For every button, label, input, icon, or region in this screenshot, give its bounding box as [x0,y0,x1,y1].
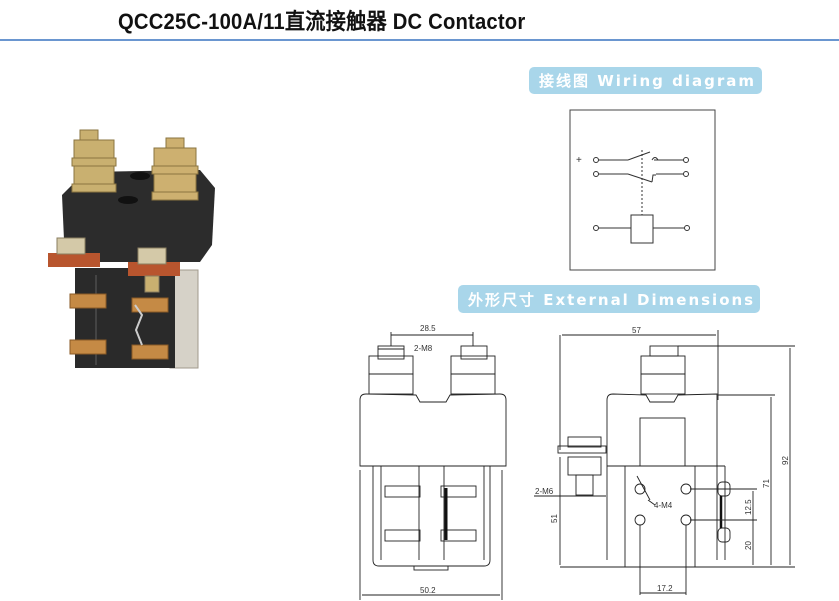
dim-depth: 57 [632,326,641,335]
external-dimensions-heading: 外形尺寸 External Dimensions [458,285,760,313]
plus-label: + [576,155,582,166]
spade-terminals [69,293,169,360]
main-terminal-right [151,137,199,201]
contactor-photo [48,129,215,369]
dim-hole-base-height: 20 [744,541,753,550]
wiring-diagram: + [569,109,716,271]
front-view-drawing [359,332,507,600]
dim-width: 50.2 [420,586,436,595]
dim-body-height: 71 [762,479,771,488]
dim-total-height: 92 [781,456,790,465]
wiring-diagram-heading: 接线图 Wiring diagram [529,67,762,94]
dim-mount-holes: 4-M4 [654,501,673,510]
header-divider [0,39,839,41]
dim-terminal-thread: 2-M8 [414,344,433,353]
dim-aux-thread: 2-M6 [535,487,554,496]
dim-hole-horizontal-spacing: 17.2 [657,584,673,593]
page-title: QCC25C-100A/11直流接触器 DC Contactor [118,9,526,34]
dim-aux-height: 51 [550,514,559,523]
aux-terminals [56,237,167,293]
side-view-drawing [534,330,795,595]
main-terminal-left [71,129,117,193]
dim-terminal-spacing: 28.5 [420,324,436,333]
dim-hole-vertical-spacing: 12.5 [744,499,753,515]
